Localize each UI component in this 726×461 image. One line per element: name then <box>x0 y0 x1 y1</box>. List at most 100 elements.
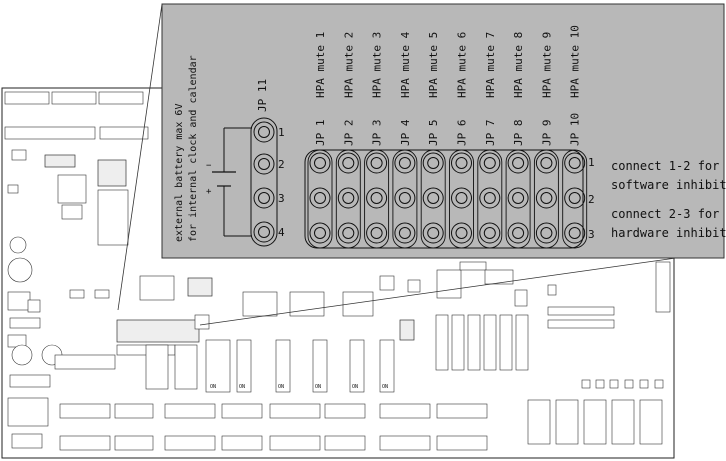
jp-label: JP 1 <box>314 120 327 147</box>
jp11-pin-number: 1 <box>278 126 285 139</box>
jumper-pin-hole <box>342 157 355 169</box>
battery-label-line2: for internal clock and calendar <box>188 55 199 242</box>
jumper-column <box>477 149 503 249</box>
jumper-pin <box>422 152 444 174</box>
jumper-column <box>505 149 531 249</box>
jp11-pin-number: 4 <box>278 226 285 239</box>
jumper-pin-hole <box>427 157 440 169</box>
jumper-pin <box>564 222 586 244</box>
jumper-pin <box>507 152 529 174</box>
hpa-mute-label: HPA mute 10 <box>569 25 582 98</box>
jumper-pin <box>366 187 388 209</box>
jumper-column <box>562 149 588 249</box>
jumper-pin-hole <box>455 157 468 169</box>
jumper-pin-hole <box>314 227 326 239</box>
jumper-pin <box>507 187 529 209</box>
note-hardware-line2: hardware inhibit <box>611 226 726 240</box>
jp-label: JP 7 <box>484 120 497 147</box>
jumper-pin <box>337 152 359 174</box>
note-hardware-line1: connect 2-3 for <box>611 207 719 221</box>
jumper-pin-hole <box>398 192 411 204</box>
jumper-pin-hole <box>540 227 553 239</box>
right-bottom-cluster <box>527 399 663 445</box>
jumper-pin-hole <box>427 227 440 239</box>
jp-label: JP 2 <box>342 120 355 147</box>
jumper-pin <box>309 187 331 209</box>
jp11-pin-number: 3 <box>278 192 285 205</box>
right-column-parts <box>547 261 671 389</box>
jp-label: JP 8 <box>512 120 525 147</box>
switch-on-label: ON <box>352 384 358 390</box>
jp11-pin-number: 2 <box>278 158 285 171</box>
jp11-pin-hole <box>258 158 270 170</box>
jp11-pin <box>253 221 275 243</box>
left-components <box>7 149 129 388</box>
jumper-pin-hole <box>370 192 383 204</box>
jumper-pin-hole <box>483 192 496 204</box>
callout-leader-lines <box>117 3 677 326</box>
jumper-column <box>420 149 446 249</box>
row-label-1: 1 <box>588 156 595 169</box>
jumper-pin-hole <box>398 227 411 239</box>
row-label-2: 2 <box>588 193 595 206</box>
jp11-pin-hole <box>258 192 270 204</box>
jp11-pin <box>253 153 275 175</box>
jp11-pin <box>253 121 275 143</box>
row-label-3: 3 <box>588 228 595 241</box>
jumper-pin <box>394 187 416 209</box>
jumper-pin-hole <box>314 157 326 169</box>
dip-switches: ON ON ON ON ON ON <box>145 339 395 393</box>
jumper-pin-hole <box>455 192 468 204</box>
jumper-pin-hole <box>568 157 581 169</box>
jumper-pin-hole <box>342 227 355 239</box>
svg-text:+: + <box>206 187 212 197</box>
jp11-pin <box>253 187 275 209</box>
jp11-pin-hole <box>258 226 270 238</box>
hpa-mute-label: HPA mute 9 <box>540 32 553 98</box>
jp11-pin-hole <box>258 126 270 138</box>
jumper-pin <box>564 187 586 209</box>
jp-label: JP 10 <box>569 113 582 146</box>
jumper-pin <box>394 152 416 174</box>
jumper-pin <box>309 152 331 174</box>
jumper-column <box>392 149 418 249</box>
hpa-mute-label: HPA mute 3 <box>371 32 384 98</box>
jumper-pin-hole <box>512 157 525 169</box>
jumper-pin <box>535 222 557 244</box>
jumper-pin-hole <box>540 157 553 169</box>
jp-label: JP 9 <box>540 120 553 147</box>
jumper-pin <box>479 152 501 174</box>
jumper-pin-hole <box>483 157 496 169</box>
switch-on-label: ON <box>315 384 321 390</box>
ic-row-1 <box>139 261 557 341</box>
switch-on-label: ON <box>278 384 284 390</box>
top-connectors-left <box>4 91 149 140</box>
jumper-column <box>533 149 559 249</box>
jumper-pin <box>479 222 501 244</box>
jumper-pin-hole <box>483 227 496 239</box>
jumper-pin-hole <box>512 227 525 239</box>
jumper-pin <box>366 152 388 174</box>
jp-label: JP 4 <box>399 119 412 146</box>
jumper-block-frame <box>304 149 584 249</box>
jumper-block <box>304 149 588 249</box>
jumper-pin <box>451 152 472 174</box>
hpa-mute-label: HPA mute 2 <box>342 32 355 98</box>
jumper-pin <box>366 222 388 244</box>
jumper-column <box>307 149 333 249</box>
jumper-pin <box>309 222 331 244</box>
callout-panel: external battery max 6V for internal clo… <box>161 3 726 259</box>
jumper-pin-hole <box>540 192 553 204</box>
jumper-pin-hole <box>370 157 383 169</box>
note-software-line1: connect 1-2 for <box>611 159 719 173</box>
switch-on-label: ON <box>239 384 245 390</box>
jp-label: JP 3 <box>371 120 384 147</box>
jumper-column <box>449 149 474 249</box>
jumper-pin-hole <box>370 227 383 239</box>
svg-text:−: − <box>206 161 212 171</box>
jumper-pin <box>535 187 557 209</box>
jumper-pin-hole <box>568 227 581 239</box>
jumper-pin <box>422 222 444 244</box>
